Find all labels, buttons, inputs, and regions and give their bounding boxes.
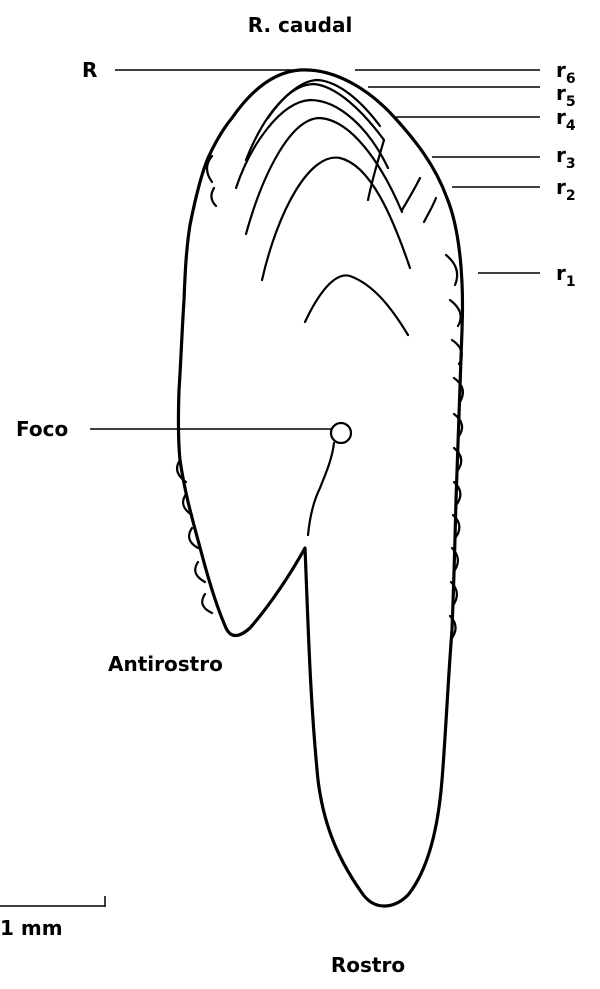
label-caudal: R. caudal <box>248 13 353 37</box>
growth-ring-5 <box>246 84 384 160</box>
label-scale: 1 mm <box>0 916 63 940</box>
label-r2: r2 <box>556 175 576 204</box>
growth-ring-1 <box>305 275 408 335</box>
label-rostro: Rostro <box>331 953 405 977</box>
label-antirostro: Antirostro <box>108 652 223 676</box>
label-r1: r1 <box>556 261 576 290</box>
growth-ring-3 <box>246 118 402 234</box>
label-foco: Foco <box>16 417 68 441</box>
growth-ring-2 <box>262 158 410 280</box>
sulcus-groove <box>308 443 334 535</box>
anterior-crenulations <box>177 156 216 613</box>
label-r: R <box>82 58 97 82</box>
label-r3: r3 <box>556 143 576 172</box>
postrostral-ridge <box>402 178 420 210</box>
postrostral-ridge-2 <box>424 198 436 222</box>
focus-circle <box>331 423 351 443</box>
